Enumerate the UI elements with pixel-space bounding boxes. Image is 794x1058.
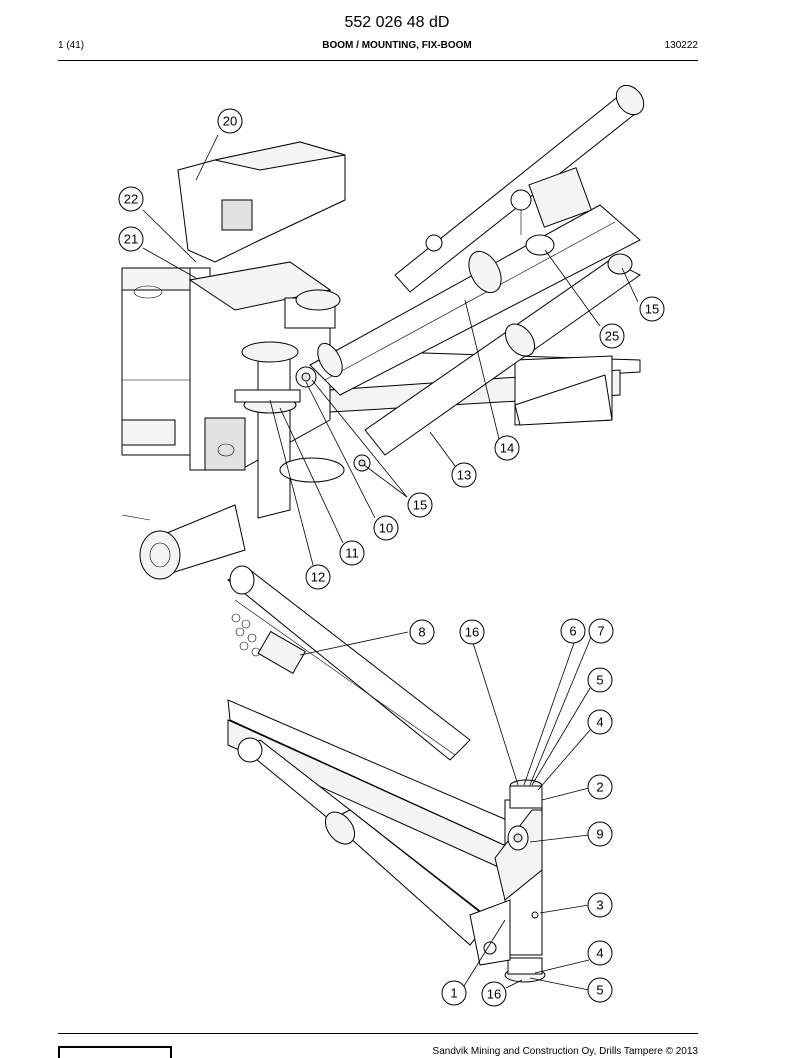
callout-number: 1 <box>450 986 457 1001</box>
callout-number: 12 <box>311 570 325 585</box>
callout-bottom: 9 <box>587 821 613 847</box>
callout-circle <box>305 564 331 590</box>
callout-circle <box>339 540 365 566</box>
callout-top: 12 <box>305 564 331 590</box>
callout-top: 10 <box>373 515 399 541</box>
callout-circle <box>587 977 613 1003</box>
callout-bottom: 16 <box>459 619 485 645</box>
callout-circle <box>587 821 613 847</box>
callout-bottom: 7 <box>588 618 614 644</box>
callout-number: 5 <box>596 673 603 688</box>
callout-circle <box>494 435 520 461</box>
callout-circle <box>599 323 625 349</box>
callout-bottom: 16 <box>481 981 507 1007</box>
callouts-bottom: 8 16 6 7 5 4 2 9 3 4 5 1 16 <box>409 618 614 1007</box>
callout-bottom: 3 <box>587 892 613 918</box>
callout-top: 22 <box>118 186 144 212</box>
callout-bottom: 4 <box>587 709 613 735</box>
sandvik-logo <box>58 1046 172 1058</box>
callout-bottom: 1 <box>441 980 467 1006</box>
callout-circle <box>587 709 613 735</box>
callout-number: 15 <box>413 498 427 513</box>
document-number: 552 026 48 dD <box>344 14 450 31</box>
callout-number: 16 <box>487 987 501 1002</box>
callout-bottom: 6 <box>560 618 586 644</box>
callout-top: 11 <box>339 540 365 566</box>
callout-bottom: 5 <box>587 667 613 693</box>
footer-rule <box>58 1033 698 1034</box>
callout-circle <box>118 186 144 212</box>
lower-drawing <box>227 565 592 991</box>
callout-circle <box>118 226 144 252</box>
callout-top: 15 <box>639 296 665 322</box>
callout-bottom: 8 <box>409 619 435 645</box>
callout-circle <box>409 619 435 645</box>
callout-circle <box>588 618 614 644</box>
callout-top: 14 <box>494 435 520 461</box>
callout-bottom: 4 <box>587 940 613 966</box>
callout-bottom: 2 <box>587 774 613 800</box>
callout-circle <box>481 981 507 1007</box>
callout-top: 25 <box>599 323 625 349</box>
callout-number: 25 <box>605 329 619 344</box>
callout-number: 4 <box>596 715 603 730</box>
callout-top: 20 <box>217 108 243 134</box>
callouts-top: 20 22 21 15 25 14 13 15 10 11 12 <box>118 108 665 590</box>
callout-top: 21 <box>118 226 144 252</box>
callout-circle <box>587 667 613 693</box>
callout-circle <box>587 892 613 918</box>
callout-number: 14 <box>500 441 514 456</box>
callout-number: 2 <box>596 780 603 795</box>
callout-number: 4 <box>596 946 603 961</box>
callout-number: 3 <box>596 898 603 913</box>
callout-circle <box>459 619 485 645</box>
callout-number: 11 <box>345 546 359 561</box>
callout-circle <box>407 492 433 518</box>
callout-circle <box>587 940 613 966</box>
callout-circle <box>441 980 467 1006</box>
callout-circle <box>217 108 243 134</box>
callout-top: 15 <box>407 492 433 518</box>
callout-circle <box>560 618 586 644</box>
document-date: 130222 <box>664 40 698 51</box>
callout-circle <box>373 515 399 541</box>
callout-number: 8 <box>418 625 425 640</box>
callout-number: 9 <box>596 827 603 842</box>
callout-number: 20 <box>223 114 237 129</box>
callout-number: 13 <box>457 468 471 483</box>
page-title: BOOM / MOUNTING, FIX-BOOM <box>322 40 472 51</box>
callout-number: 5 <box>596 983 603 998</box>
callout-number: 7 <box>597 624 604 639</box>
header-rule <box>58 60 698 61</box>
callout-number: 15 <box>645 302 659 317</box>
callout-number: 10 <box>379 521 393 536</box>
callout-number: 21 <box>124 232 138 247</box>
upper-drawing <box>121 84 645 580</box>
callout-number: 6 <box>569 624 576 639</box>
footer-copyright: Sandvik Mining and Construction Oy, Dril… <box>432 1046 698 1057</box>
callout-circle <box>587 774 613 800</box>
callout-top: 13 <box>451 462 477 488</box>
callout-circle <box>451 462 477 488</box>
callout-circle <box>639 296 665 322</box>
callout-number: 16 <box>465 625 479 640</box>
callout-number: 22 <box>124 192 138 207</box>
page-indicator: 1 (41) <box>58 40 85 51</box>
callout-bottom: 5 <box>587 977 613 1003</box>
